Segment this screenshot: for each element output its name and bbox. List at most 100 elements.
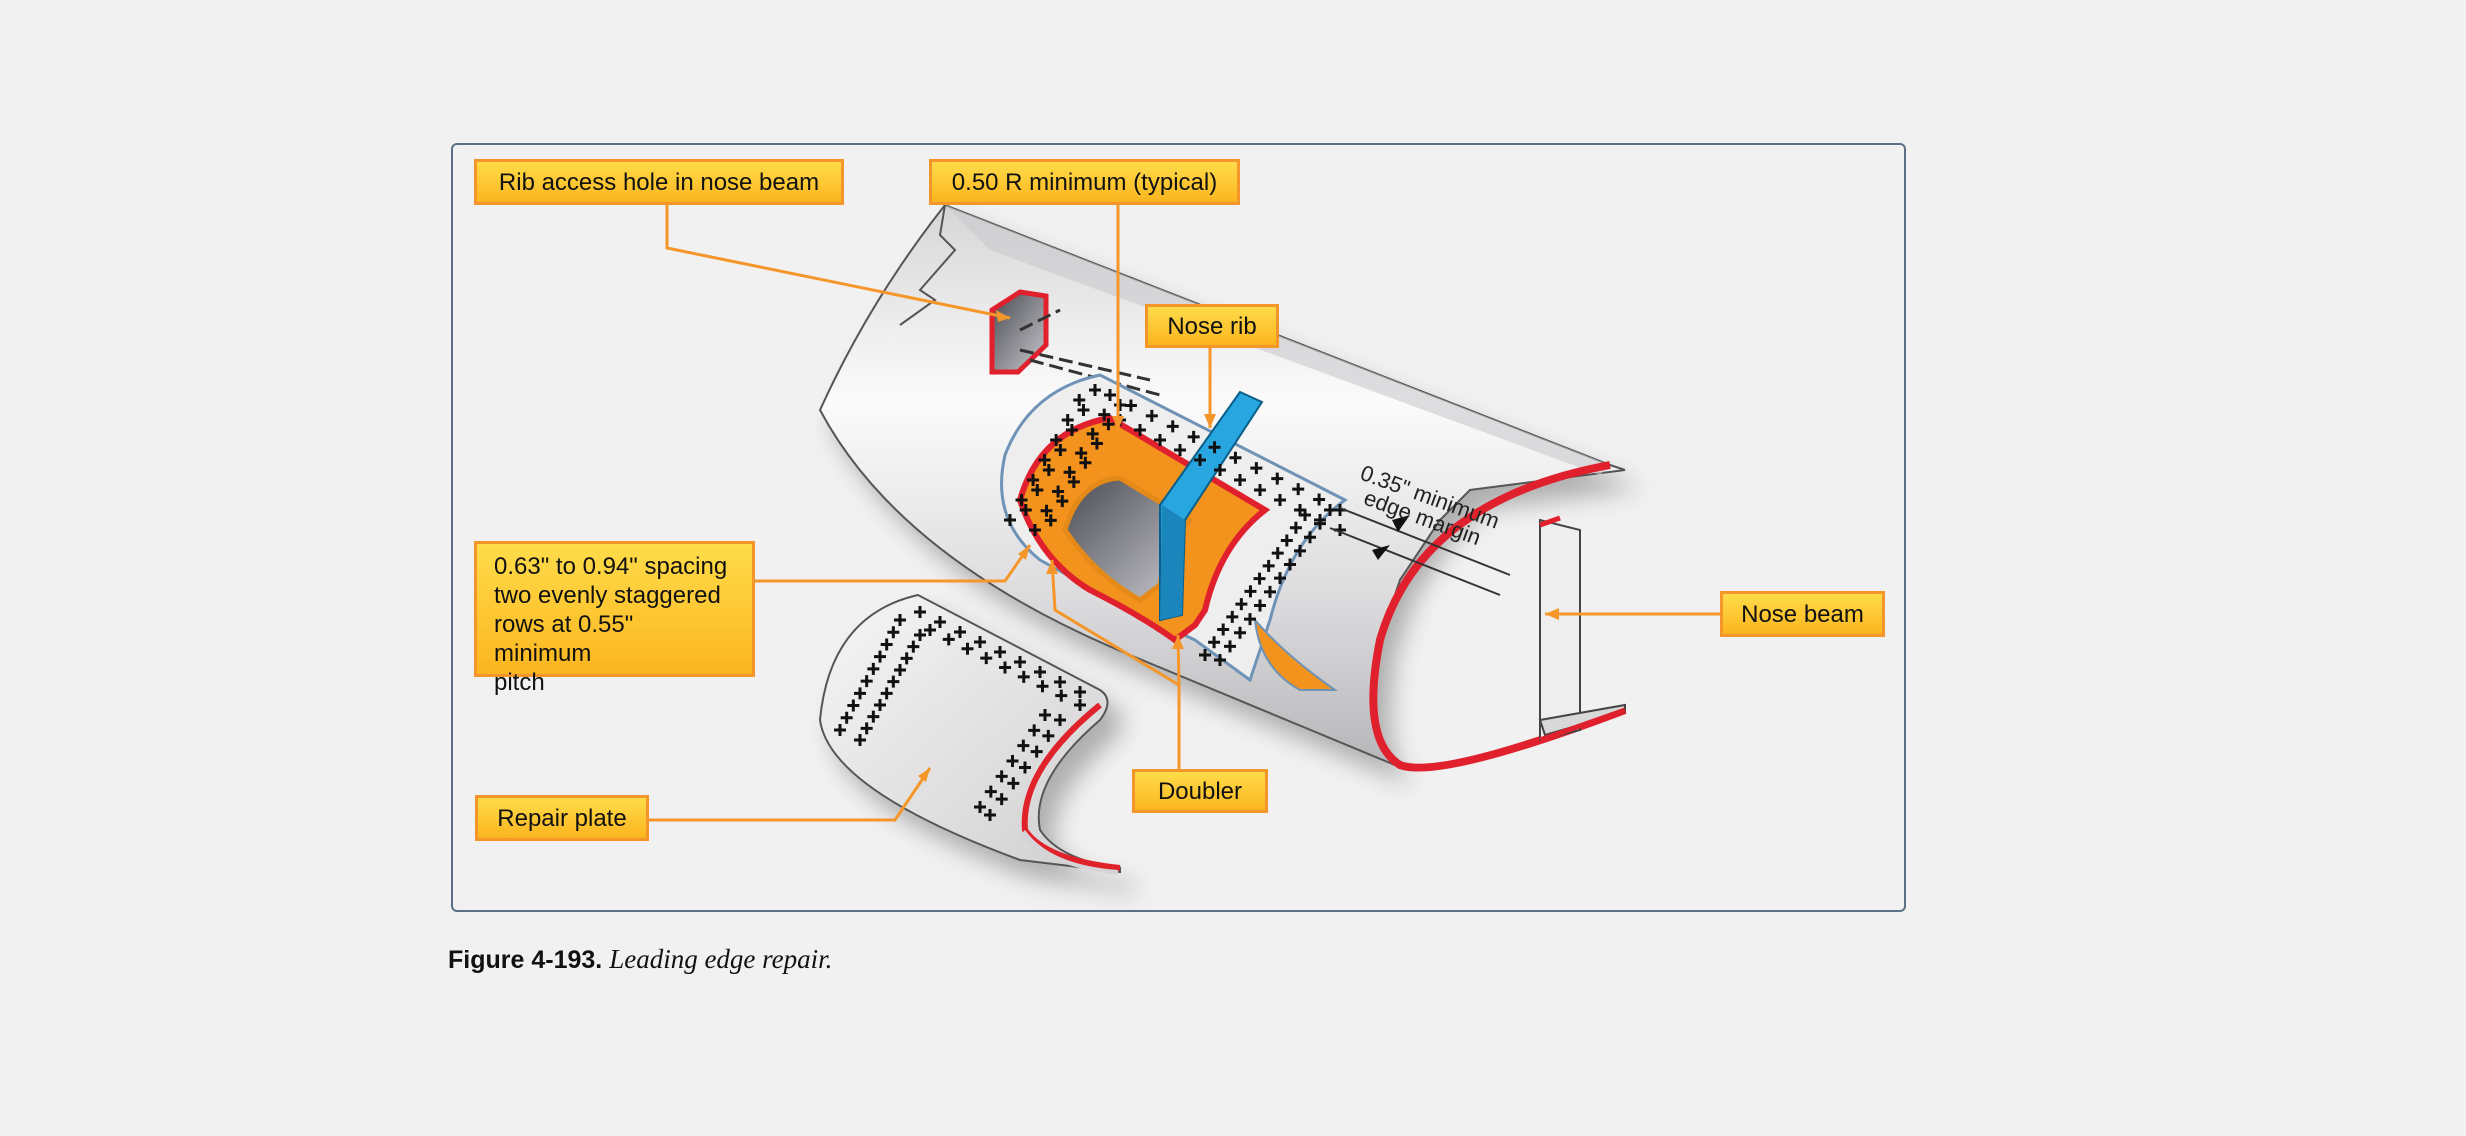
fastener-mark xyxy=(1264,585,1276,598)
fastener-mark xyxy=(914,629,926,641)
leader-lines xyxy=(647,203,1720,822)
fastener-mark xyxy=(1145,409,1158,422)
fastener-mark xyxy=(1028,724,1041,737)
fastener-mark xyxy=(1007,777,1020,790)
fastener-mark xyxy=(1134,424,1146,436)
fastener-mark xyxy=(1031,484,1044,496)
callout-nose-rib: Nose rib xyxy=(1145,304,1279,348)
fastener-mark xyxy=(887,626,900,639)
fastener-mark xyxy=(1226,610,1239,623)
fastener-mark xyxy=(1313,493,1326,506)
fastener-mark xyxy=(874,699,886,711)
edge-margin-indicator xyxy=(1329,507,1511,596)
fastener-mark xyxy=(1040,504,1053,517)
fastener-mark xyxy=(1014,656,1026,668)
fastener-mark xyxy=(834,724,846,736)
fastener-mark xyxy=(1063,466,1076,479)
fastener-mark xyxy=(1015,494,1028,506)
fastener-mark xyxy=(1056,495,1069,508)
fastener-mark xyxy=(1004,514,1016,526)
fastener-mark xyxy=(1006,755,1019,767)
fastener-mark xyxy=(1289,521,1302,534)
fastener-mark xyxy=(1074,686,1086,698)
repair-plate-fasteners xyxy=(834,606,1086,821)
fastener-mark xyxy=(1174,444,1186,456)
fastener-mark xyxy=(860,722,873,735)
fastener-mark xyxy=(1067,475,1080,488)
fastener-mark xyxy=(847,699,860,712)
figure-caption: Figure 4-193. Leading edge repair. xyxy=(448,944,832,975)
leader-rib-access xyxy=(665,203,1011,320)
fastener-mark xyxy=(1114,399,1126,411)
rib-access-hole xyxy=(989,289,1161,397)
spacing-line-3: rows at 0.55" minimum xyxy=(494,611,634,667)
spacing-line-1: 0.63" to 0.94" spacing xyxy=(494,553,728,580)
fastener-mark xyxy=(867,662,880,675)
fastener-mark xyxy=(1244,613,1256,626)
fastener-mark xyxy=(1214,464,1226,476)
nose-rib xyxy=(1159,390,1264,622)
fastener-mark xyxy=(1208,636,1221,649)
fastener-mark xyxy=(1217,623,1230,636)
callout-rib-access-hole: Rib access hole in nose beam xyxy=(474,159,844,205)
fastener-mark xyxy=(1208,441,1221,454)
fastener-mark xyxy=(874,650,886,663)
fastener-mark xyxy=(1299,509,1311,521)
fastener-mark xyxy=(984,809,996,821)
fastener-mark xyxy=(880,638,893,651)
fastener-mark xyxy=(1166,420,1179,433)
fastener-mark xyxy=(1098,408,1111,421)
fastener-mark xyxy=(1324,504,1336,516)
fastener-mark xyxy=(1086,427,1099,440)
fastener-mark xyxy=(1039,709,1051,721)
fastener-mark xyxy=(1280,534,1293,547)
fastener-mark xyxy=(1073,394,1086,406)
fastener-mark xyxy=(1199,649,1211,661)
fastener-mark xyxy=(1079,456,1092,469)
fastener-mark xyxy=(1104,389,1116,401)
fastener-mark xyxy=(1055,689,1068,702)
fastener-mark xyxy=(994,646,1006,658)
fastener-mark xyxy=(980,652,993,665)
leader-doubler xyxy=(1050,559,1181,770)
fastener-mark xyxy=(1027,474,1040,486)
fastener-mark xyxy=(1292,483,1305,496)
fastener-mark xyxy=(854,687,866,700)
fastener-mark xyxy=(840,711,853,724)
fastener-mark xyxy=(924,624,936,636)
fastener-mark xyxy=(914,606,926,618)
fastener-mark xyxy=(1036,680,1049,693)
fastener-mark xyxy=(894,614,906,626)
fastener-mark xyxy=(1042,464,1055,476)
fastener-mark xyxy=(1229,451,1242,464)
fastener-mark xyxy=(995,770,1008,783)
fastener-mark xyxy=(1235,598,1248,611)
fastener-mark xyxy=(1304,531,1316,544)
fastener-mark xyxy=(907,640,920,653)
fastener-mark xyxy=(1052,485,1065,498)
fastener-mark xyxy=(1102,418,1115,431)
fastener-mark xyxy=(1271,472,1284,485)
fastener-mark xyxy=(1019,504,1032,516)
fastener-mark xyxy=(1042,729,1055,742)
fastener-mark xyxy=(1124,399,1137,412)
callout-doubler: Doubler xyxy=(1132,769,1268,813)
fastener-mark xyxy=(867,710,880,723)
fastener-mark xyxy=(880,687,893,700)
fastener-mark xyxy=(1284,558,1296,571)
fastener-mark xyxy=(1214,654,1226,666)
fastener-mark xyxy=(1029,524,1041,536)
fastener-mark xyxy=(887,675,900,688)
fastener-mark xyxy=(860,675,873,688)
spacing-line-4: pitch xyxy=(494,669,545,696)
fastener-mark xyxy=(1271,547,1284,560)
fastener-mark xyxy=(1030,745,1043,758)
fastener-mark xyxy=(1254,484,1266,496)
fastener-mark xyxy=(900,652,913,665)
repair-plate xyxy=(818,593,1121,875)
fastener-mark xyxy=(1262,559,1275,572)
callout-nose-beam: Nose beam xyxy=(1720,591,1885,637)
leader-spacing xyxy=(754,544,1032,583)
leader-repair-plate xyxy=(647,767,932,822)
spacing-line-2: two evenly staggered xyxy=(494,582,721,609)
